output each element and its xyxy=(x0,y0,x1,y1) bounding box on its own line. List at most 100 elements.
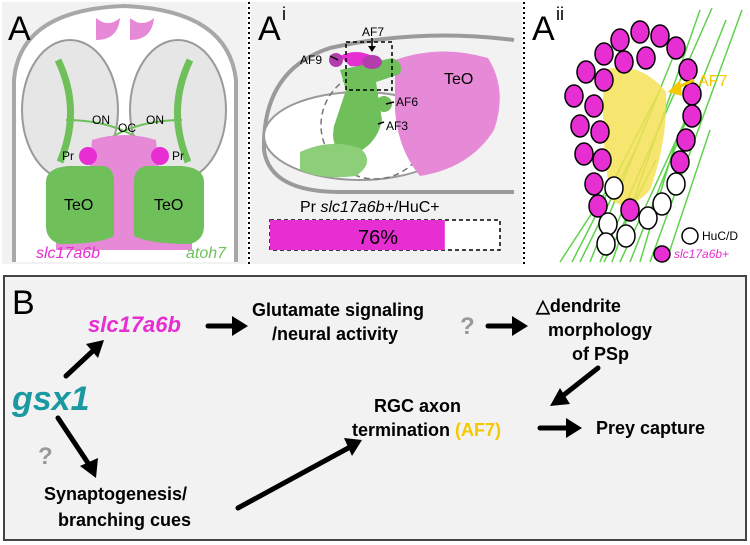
label-on-left: ON xyxy=(92,113,110,127)
cell-slc17a6b xyxy=(666,36,686,60)
panel-aii: A ii AF7 HuC/D slc17a6b+ xyxy=(526,2,748,264)
pretectum-right xyxy=(151,147,169,165)
node-gsx1: gsx1 xyxy=(11,380,90,418)
cell-huc xyxy=(652,192,672,216)
cell-slc17a6b xyxy=(588,194,608,218)
cell-slc17a6b xyxy=(576,60,596,84)
bar-value-text: 76% xyxy=(358,227,398,249)
bar-title-prefix: Pr xyxy=(300,199,320,216)
cell-slc17a6b xyxy=(584,172,604,196)
cell-huc xyxy=(638,206,658,230)
node-rgc-line2: termination (AF7) xyxy=(352,420,501,440)
legend-huc-swatch xyxy=(681,227,699,245)
label-gene-slc17a6b: slc17a6b xyxy=(36,245,100,262)
node-rgc-line2-prefix: termination xyxy=(352,420,455,440)
node-dendrite-line3: of PSp xyxy=(572,344,629,364)
arrowhead-slc xyxy=(86,340,104,358)
arrow-gsx1-synapto xyxy=(55,415,93,469)
cell-slc17a6b xyxy=(594,42,614,66)
question-mark-2: ? xyxy=(38,443,53,470)
label-af6: AF6 xyxy=(396,95,418,109)
arrowhead-af7-aii xyxy=(668,80,682,96)
cell-slc17a6b xyxy=(574,142,594,166)
panel-aii-letter: A xyxy=(532,10,555,48)
cell-slc17a6b xyxy=(570,114,590,138)
node-slc17a6b: slc17a6b xyxy=(88,312,181,337)
forebrain-blob-left xyxy=(96,18,120,40)
panel-ai: A i AF7 AF9 AF6 AF3 TeO Pr slc17a6b+/HuC… xyxy=(251,2,522,264)
head-side-outline-top xyxy=(261,33,515,151)
node-glutamate-line2: /neural activity xyxy=(272,324,398,344)
retina-left xyxy=(54,58,74,164)
label-af9: AF9 xyxy=(300,53,322,67)
arrowhead-rgc-from-dendrite xyxy=(550,388,570,406)
bar-title-suffix: /HuC+ xyxy=(394,199,440,216)
cell-slc17a6b xyxy=(630,20,650,44)
cell-slc17a6b xyxy=(610,28,630,52)
node-prey-capture: Prey capture xyxy=(596,418,705,438)
tectum-right xyxy=(134,166,204,244)
legend-slc-swatch xyxy=(653,245,671,263)
flow-arrows xyxy=(55,323,601,511)
arrowhead-af7 xyxy=(368,46,376,52)
zoom-box xyxy=(345,41,393,91)
label-pr-right: Pr xyxy=(172,149,184,163)
cell-slc17a6b xyxy=(682,104,702,128)
node-rgc-line2-af7: (AF7) xyxy=(455,420,501,440)
cell-huc xyxy=(616,224,636,248)
cell-slc17a6b xyxy=(564,84,584,108)
af6-target xyxy=(376,96,392,112)
cell-slc17a6b xyxy=(592,148,612,172)
cell-slc17a6b xyxy=(620,198,640,222)
panel-b-background xyxy=(3,275,747,541)
bar-fill xyxy=(270,220,445,250)
legend-huc-label: HuC/D xyxy=(702,229,738,243)
cell-huc xyxy=(604,176,624,200)
optic-tract xyxy=(300,143,368,178)
cell-huc xyxy=(596,232,616,256)
bar-title: Pr slc17a6b+/HuC+ xyxy=(300,199,440,216)
label-af7-aii: AF7 xyxy=(698,73,727,90)
flow-arrowheads xyxy=(80,316,582,478)
node-glutamate-line1: Glutamate signaling xyxy=(252,300,424,320)
arrow-synapto-rgc xyxy=(235,443,355,511)
node-rgc-line1: RGC axon xyxy=(374,396,461,416)
panel-a-letter: A xyxy=(8,10,31,48)
arrow-gsx1-slc xyxy=(63,345,99,379)
node-synapto-line1: Synaptogenesis/ xyxy=(44,484,187,504)
node-dendrite-line1: △dendrite xyxy=(535,296,621,316)
panel-b-letter: B xyxy=(12,284,35,322)
cell-slc17a6b xyxy=(650,24,670,48)
cell-slc17a6b xyxy=(670,150,690,174)
legend-slc-label: slc17a6b+ xyxy=(674,247,729,261)
cell-huc xyxy=(598,212,618,236)
cell-slc17a6b xyxy=(584,94,604,118)
label-teo-right: TeO xyxy=(154,197,183,214)
cell-slc17a6b xyxy=(636,46,656,70)
arrow-dendrite-rgc xyxy=(557,365,601,401)
panel-aii-superscript: ii xyxy=(556,4,564,24)
arrowhead-synapto xyxy=(80,458,98,478)
arrowhead-prey xyxy=(566,418,582,438)
cell-huc xyxy=(666,172,686,196)
panel-ai-letter: A xyxy=(258,10,281,48)
af7-neuropil xyxy=(603,67,667,206)
axon-6 xyxy=(649,9,743,263)
label-af3: AF3 xyxy=(386,119,408,133)
cell-slc17a6b xyxy=(614,50,634,74)
head-side-outline-bottom xyxy=(262,149,514,194)
axon-11 xyxy=(665,129,711,263)
panel-b: B gsx1 slc17a6b Glutamate signaling /neu… xyxy=(3,275,747,541)
label-on-right: ON xyxy=(146,113,164,127)
tectum-side xyxy=(395,51,500,176)
arrow-af3 xyxy=(377,121,385,125)
label-oc: OC xyxy=(118,121,136,135)
node-dendrite-line2: morphology xyxy=(548,320,652,340)
label-af7: AF7 xyxy=(362,25,384,39)
af9-target xyxy=(329,53,343,67)
label-teo-left: TeO xyxy=(64,197,93,214)
node-synapto-line2: branching cues xyxy=(58,510,191,530)
arrowhead-dendrite xyxy=(512,316,528,336)
cell-cluster xyxy=(564,20,702,256)
pretectum-left xyxy=(79,147,97,165)
